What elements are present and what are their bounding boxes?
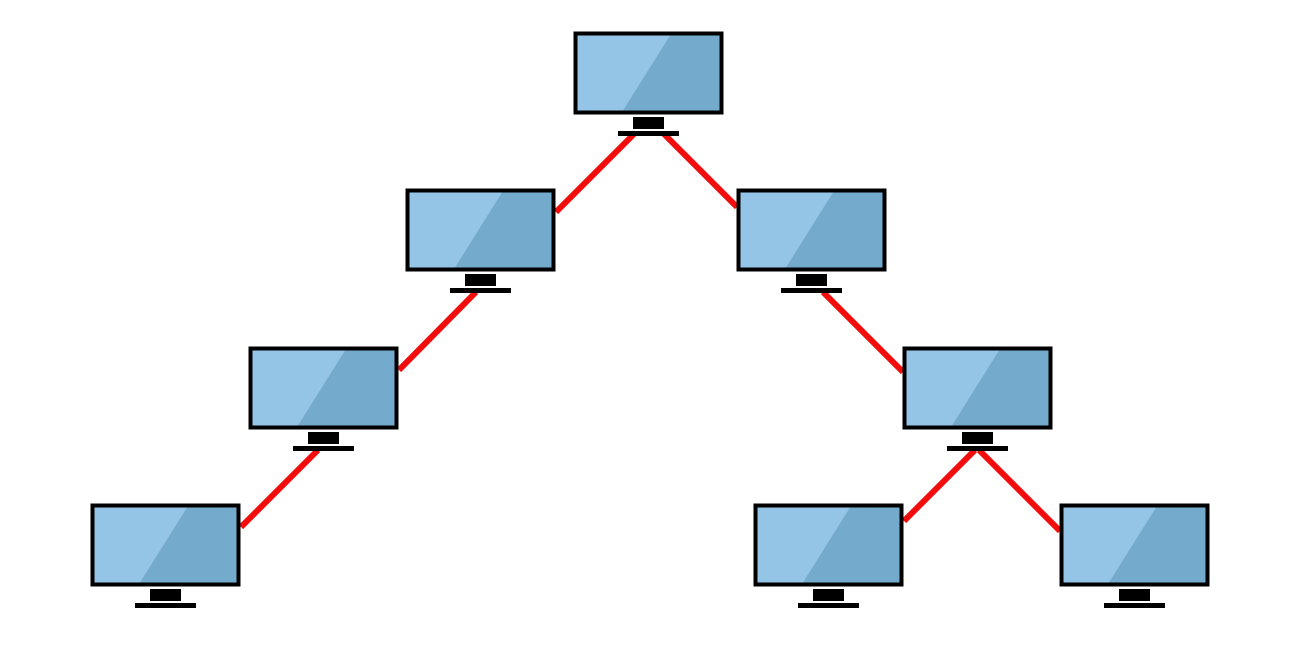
monitor-base [450, 288, 511, 293]
link-l2-l3 [238, 447, 321, 530]
monitor-screen-highlight [94, 507, 187, 583]
computer-right-1 [736, 188, 887, 293]
link-root-r1 [661, 131, 740, 210]
monitor-neck [633, 117, 664, 129]
link-r2-r3a [901, 447, 978, 524]
monitor-base [1104, 603, 1165, 608]
link-r1-r2 [820, 289, 906, 375]
monitor-neck [150, 589, 181, 601]
monitor-base [798, 603, 859, 608]
link-r2-r3b [976, 447, 1063, 534]
monitor-base [947, 446, 1008, 451]
monitor-screen-highlight [740, 192, 833, 268]
computer-left-2 [248, 346, 399, 451]
monitor-icon [902, 346, 1053, 451]
monitor-screen-highlight [577, 35, 670, 111]
link-l1-l2 [396, 289, 479, 373]
computer-left-1 [405, 188, 556, 293]
monitor-screen-highlight [1063, 507, 1156, 583]
computer-right-3b [1059, 503, 1210, 608]
monitor-base [135, 603, 196, 608]
network-links [238, 131, 1063, 534]
monitor-screen-highlight [906, 350, 999, 426]
monitor-neck [962, 432, 993, 444]
computer-root [573, 31, 724, 136]
monitor-base [293, 446, 354, 451]
monitor-base [618, 131, 679, 136]
monitor-neck [1119, 589, 1150, 601]
monitor-icon [405, 188, 556, 293]
monitor-screen-highlight [757, 507, 850, 583]
monitor-neck [796, 274, 827, 286]
monitor-neck [308, 432, 339, 444]
computer-right-2 [902, 346, 1053, 451]
network-nodes [90, 31, 1210, 608]
monitor-icon [736, 188, 887, 293]
monitor-screen-highlight [409, 192, 502, 268]
computer-right-3a [753, 503, 904, 608]
monitor-icon [573, 31, 724, 136]
monitor-neck [813, 589, 844, 601]
monitor-screen-highlight [252, 350, 345, 426]
monitor-base [781, 288, 842, 293]
link-root-l1 [553, 131, 637, 215]
monitor-icon [753, 503, 904, 608]
monitor-icon [248, 346, 399, 451]
computer-left-3 [90, 503, 241, 608]
monitor-neck [465, 274, 496, 286]
monitor-icon [90, 503, 241, 608]
monitor-icon [1059, 503, 1210, 608]
